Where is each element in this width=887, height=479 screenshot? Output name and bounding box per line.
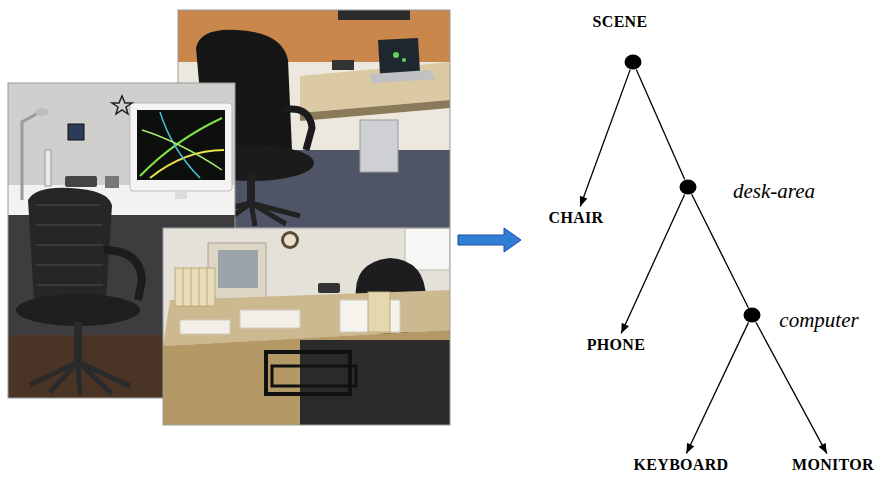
tree-edge [756,322,827,453]
tree-edge [580,70,630,207]
node-label: desk-area [733,179,815,203]
tree-edge [686,322,748,453]
leaf-label: PHONE [587,336,646,354]
tree-edge [621,194,684,333]
leaf-label-box: KEYBOARD [631,455,732,476]
tree-node-dot: desk-area [679,179,697,195]
tree-edge [636,69,684,179]
leaf-label-box: CHAIR [546,208,607,229]
leaf-label: MONITOR [792,456,874,474]
leaf-label: KEYBOARD [634,456,729,474]
leaf-label-box: MONITOR [789,455,877,476]
tree-node-dot: computer [743,307,761,323]
node-label: SCENE [593,13,648,31]
office-photo [163,228,450,425]
node-dot [743,307,761,323]
leaf-label: CHAIR [549,209,604,227]
tree-edge [692,194,749,307]
node-dot [679,179,697,195]
tree-node-dot: SCENE [624,54,642,70]
leaf-label-box: PHONE [584,335,649,356]
node-dot [624,54,642,70]
node-label: computer [779,308,858,332]
block-arrow [458,228,521,252]
